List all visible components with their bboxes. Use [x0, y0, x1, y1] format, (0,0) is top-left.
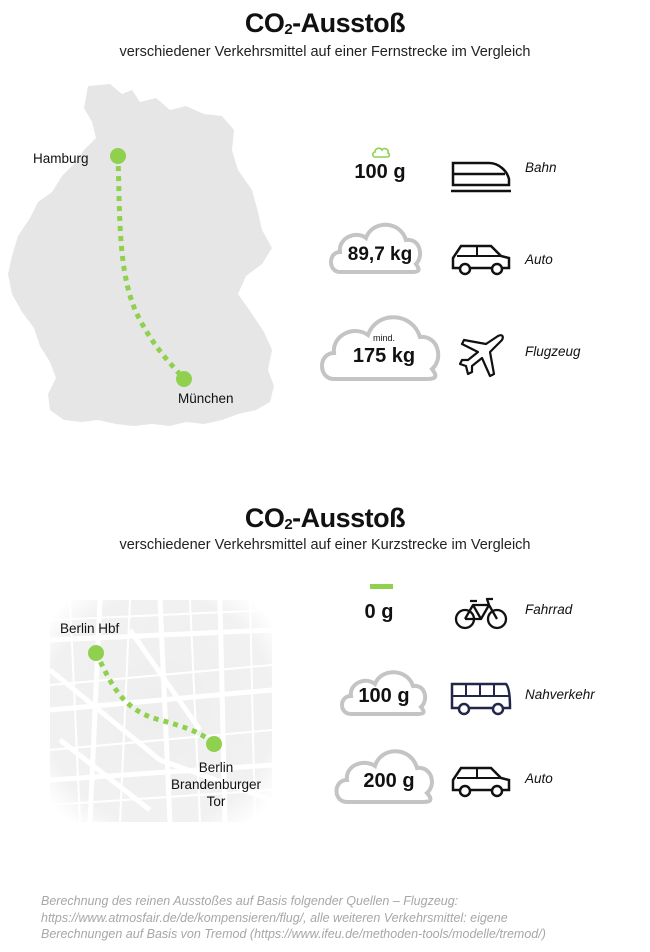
- city-muenchen: München: [178, 391, 234, 406]
- car-icon: [451, 766, 511, 798]
- value-nahverkehr: 100 g: [358, 685, 410, 707]
- muenchen-marker: [176, 371, 192, 387]
- section-long-title: CO2-Ausstoß: [244, 8, 406, 38]
- mode-nahverkehr: Nahverkehr: [525, 687, 595, 702]
- germany-shape: [8, 84, 274, 426]
- tor-marker: [206, 736, 222, 752]
- value-fahrrad: 0 g: [364, 601, 394, 623]
- value-auto-long: 89,7 kg: [347, 244, 413, 265]
- cloud-icon-large: [320, 315, 441, 381]
- value-bahn: 100 g: [354, 161, 406, 183]
- footnote-line-3: Berechnungen auf Basis von Tremod (https…: [41, 927, 546, 941]
- airplane-icon: [458, 334, 504, 378]
- berlin-street-map: [40, 590, 280, 830]
- mode-fahrrad: Fahrrad: [525, 602, 573, 617]
- section-short-subtitle: verschiedener Verkehrsmittel auf einer K…: [119, 537, 531, 553]
- small-cloud-icon: [371, 147, 391, 158]
- bicycle-icon: [454, 597, 508, 630]
- section-short-title: CO2-Ausstoß: [244, 503, 406, 533]
- germany-map: [8, 84, 274, 426]
- cloud-icon: [329, 222, 423, 274]
- mode-flugzeug: Flugzeug: [525, 344, 581, 359]
- hbf-marker: [88, 645, 104, 661]
- cloud-icon-small: [340, 670, 428, 716]
- zero-bar: [370, 584, 393, 589]
- city-brandenburger-tor: Berlin Brandenburger Tor: [170, 760, 262, 809]
- value-flugzeug: 175 kg: [352, 345, 416, 367]
- value-auto-short: 200 g: [363, 770, 415, 792]
- section-long-subtitle: verschiedener Verkehrsmittel auf einer F…: [119, 44, 531, 60]
- cloud-icon-medium: [334, 749, 434, 804]
- car-icon: [451, 244, 511, 276]
- city-hamburg: Hamburg: [33, 151, 89, 166]
- mode-bahn: Bahn: [525, 160, 557, 175]
- route-long: [115, 155, 186, 381]
- footnote-line-2: https://www.atmosfair.de/de/kompensieren…: [41, 910, 508, 925]
- footnote-line-1: Berechnung des reinen Ausstoßes auf Basi…: [41, 894, 459, 908]
- city-berlin-hbf: Berlin Hbf: [60, 621, 120, 636]
- mode-auto-short: Auto: [525, 771, 553, 786]
- train-icon: [451, 161, 511, 193]
- mode-auto-long: Auto: [525, 252, 553, 267]
- route-short: [93, 651, 216, 746]
- footnote: Berechnung des reinen Ausstoßes auf Basi…: [41, 893, 621, 943]
- hamburg-marker: [110, 148, 126, 164]
- prefix-mind: mind.: [372, 333, 395, 343]
- bus-icon: [450, 682, 512, 716]
